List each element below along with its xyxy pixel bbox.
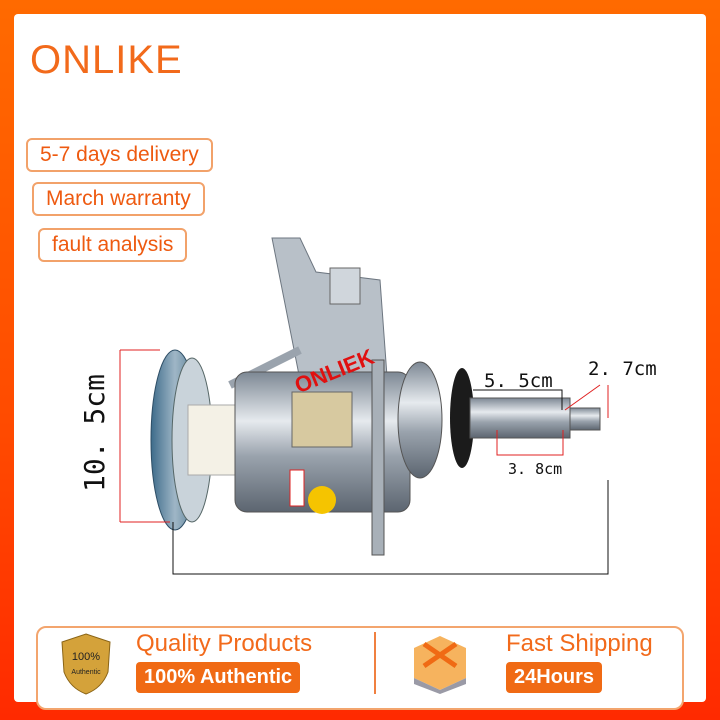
brand-logo: ONLIKE (30, 38, 183, 82)
package-box-icon (414, 636, 466, 694)
quality-title: Quality Products (136, 630, 313, 657)
quality-badge: 100% Authentic (136, 662, 301, 693)
divider (374, 632, 376, 694)
footer-guarantee-strip: 100% Authentic Quality Products 100% Aut… (36, 626, 684, 710)
svg-text:100%: 100% (72, 651, 100, 663)
tag-warranty: March warranty (32, 182, 205, 216)
shipping-title: Fast Shipping (506, 630, 653, 657)
dimension-thread-length: 3. 8cm (508, 460, 563, 478)
svg-text:Authentic: Authentic (71, 669, 101, 676)
tag-delivery: 5-7 days delivery (26, 138, 213, 172)
dimension-height: 10. 5cm (78, 373, 111, 492)
tag-fault-analysis: fault analysis (38, 228, 188, 262)
shipping-badge: 24Hours (506, 662, 603, 693)
dimension-shaft-length: 5. 5cm (484, 370, 553, 392)
gold-shield-100-authentic-icon: 100% Authentic (61, 633, 111, 695)
dimension-shaft-tip: 2. 7cm (588, 358, 657, 380)
